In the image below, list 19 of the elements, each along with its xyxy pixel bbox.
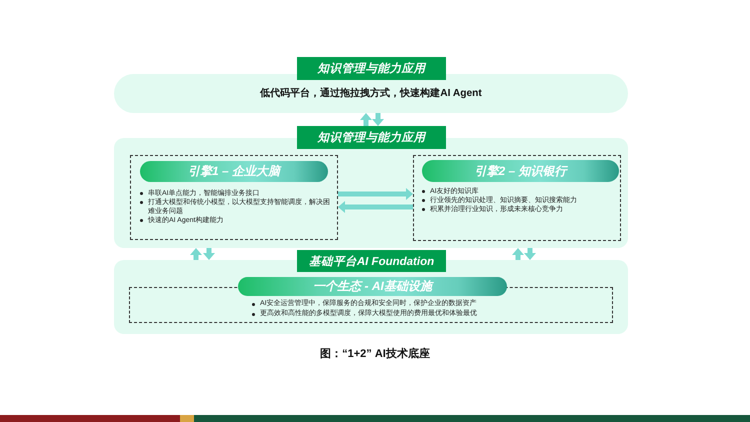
arrow — [203, 248, 215, 260]
pill-banner: 引擎2 – 知识银行 — [422, 160, 619, 182]
description-text: 低代码平台，通过拖拉拽方式，快速构建AI Agent — [260, 87, 482, 100]
pill-banner: 引擎1 – 企业大脑 — [140, 161, 328, 182]
arrow — [524, 248, 536, 260]
title-bar: 知识管理与能力应用 — [297, 126, 446, 149]
arrow — [338, 201, 413, 213]
arrow — [338, 188, 413, 200]
rounded-panel — [114, 74, 628, 113]
title-bar: 基础平台AI Foundation — [297, 250, 446, 272]
pill-banner: 一个生态 - AI基础设施 — [238, 277, 507, 296]
arrow — [372, 113, 384, 126]
arrow — [512, 248, 524, 260]
caption: 图：“1+2” AI技术底座 — [320, 347, 430, 361]
arrow — [360, 113, 372, 126]
title-bar: 知识管理与能力应用 — [297, 57, 446, 80]
arrow — [190, 248, 202, 260]
dashed-frame — [130, 155, 338, 240]
dashed-frame — [413, 155, 621, 241]
